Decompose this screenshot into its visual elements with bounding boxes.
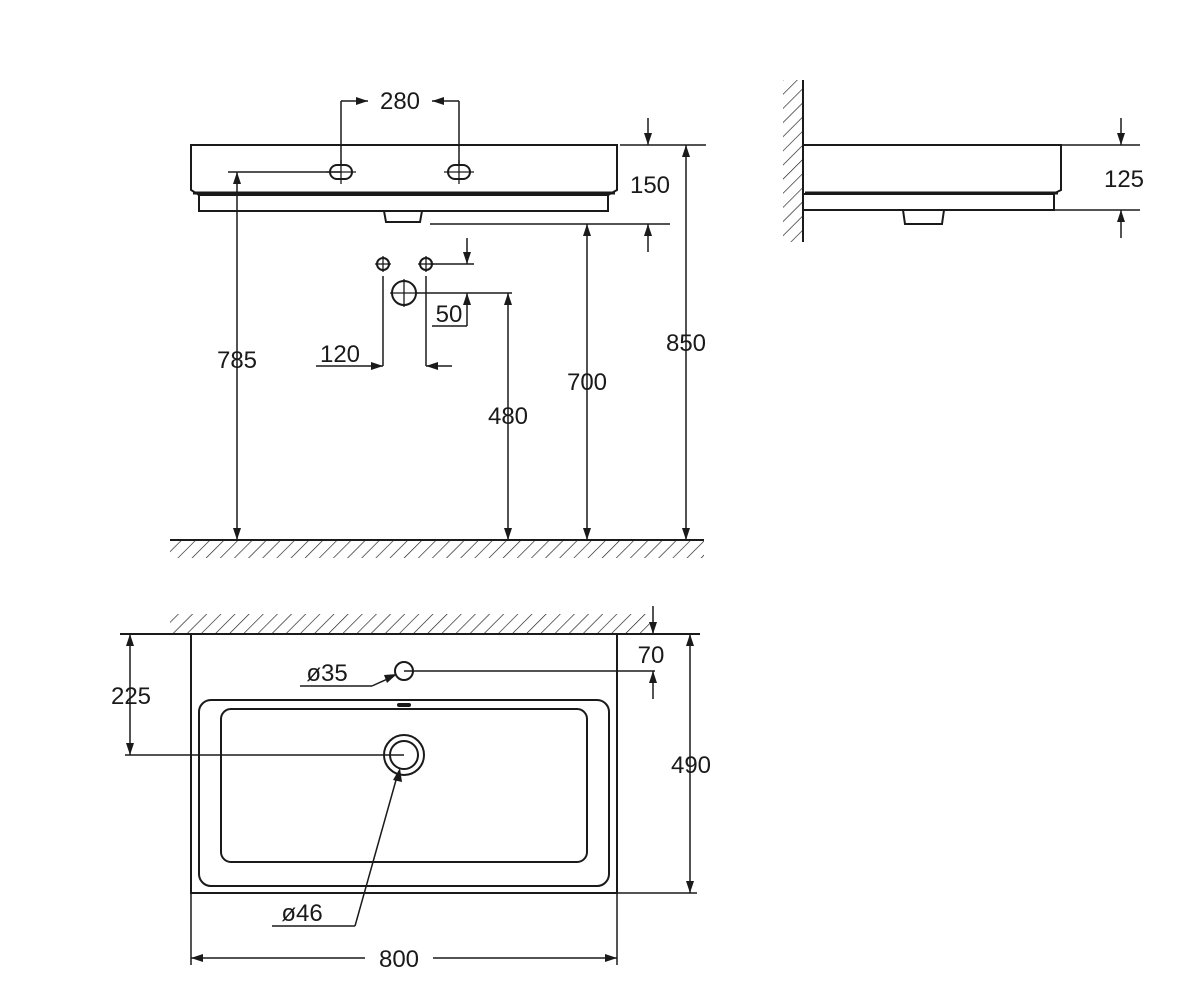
dim-480-label: 480 <box>488 403 528 430</box>
dim-50: 50 <box>416 238 512 328</box>
basin-side-outline <box>803 144 1062 195</box>
dim-800-label: 800 <box>379 946 419 973</box>
dim-850-label: 850 <box>666 330 706 357</box>
dim-70: 70 <box>638 606 665 699</box>
dim-785: 785 <box>217 171 341 540</box>
dim-785-label: 785 <box>217 347 257 374</box>
top-wall-hatch <box>120 614 700 635</box>
dim-o46-label: ø46 <box>281 900 322 927</box>
overflow-slot <box>397 703 411 707</box>
basin-top-bowl <box>220 708 588 863</box>
basin-top-inner-rim <box>198 699 610 887</box>
leader-o46: ø46 <box>272 768 402 927</box>
dim-490: 490 <box>617 634 711 894</box>
dim-150-label: 150 <box>630 172 670 199</box>
front-view: 280 150 785 700 <box>170 88 706 558</box>
dim-50-label: 50 <box>436 301 463 328</box>
supply-connection-left <box>375 256 391 272</box>
wall-hatch <box>783 80 804 242</box>
dim-800: 800 <box>190 893 618 973</box>
drain-top <box>125 734 425 776</box>
dim-o35-label: ø35 <box>306 660 347 687</box>
top-view: ø35 70 225 ø46 <box>111 606 711 973</box>
drain-stub-side <box>902 209 945 225</box>
drain-stub-front <box>383 210 423 223</box>
dim-490-label: 490 <box>671 752 711 779</box>
dim-150: 150 <box>430 118 706 252</box>
dim-120-label: 120 <box>320 341 360 368</box>
dim-850: 850 <box>666 145 706 540</box>
dim-700-label: 700 <box>567 369 607 396</box>
basin-front-outline <box>190 144 618 196</box>
dim-280: 280 <box>340 88 460 165</box>
leader-o35: ø35 <box>300 660 397 687</box>
dim-120: 120 <box>316 276 452 370</box>
dim-700: 700 <box>567 224 607 540</box>
dim-70-label: 70 <box>638 642 665 669</box>
dim-480: 480 <box>488 293 528 540</box>
dim-125: 125 <box>1054 118 1144 238</box>
basin-front-underside <box>198 195 609 212</box>
drain-connection-front <box>390 279 418 307</box>
side-view: 125 <box>783 80 1144 242</box>
dim-225: 225 <box>111 634 151 755</box>
dim-125-label: 125 <box>1104 166 1144 193</box>
floor-hatch <box>170 539 704 558</box>
basin-side-underside <box>803 194 1055 211</box>
dim-280-label: 280 <box>380 88 420 115</box>
basin-top-outline <box>190 634 618 894</box>
dim-225-label: 225 <box>111 683 151 710</box>
